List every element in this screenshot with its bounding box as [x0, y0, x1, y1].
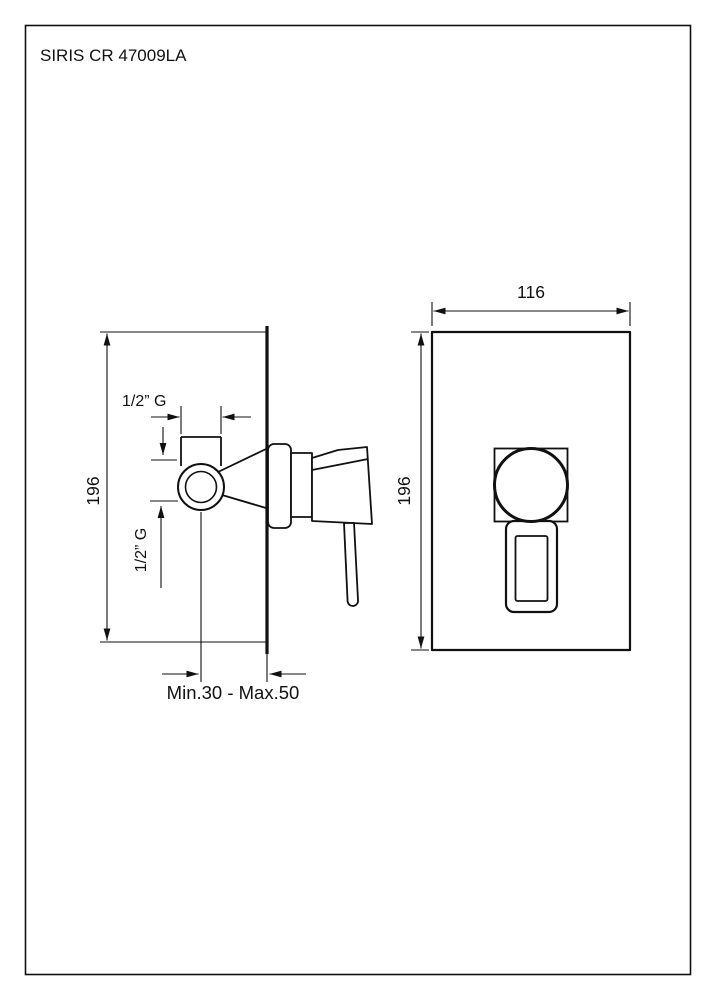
front-width-dimension: 116	[431, 282, 631, 326]
handle-front-inner	[514, 535, 549, 602]
front-view: 116 196	[394, 282, 632, 652]
side-height-dimension: 196	[83, 331, 266, 643]
lever-rod	[343, 522, 359, 607]
side-view: 196 1/2” G 1/2” G	[83, 326, 373, 703]
valve-body	[177, 436, 267, 511]
front-height-dim-label: 196	[394, 476, 414, 505]
handle-hub	[290, 452, 313, 518]
side-inlet-label: 1/2” G	[133, 528, 150, 572]
escutcheon-circle	[493, 447, 569, 523]
front-height-dimension: 196	[394, 331, 429, 651]
side-inlet-dimension: 1/2” G	[133, 500, 178, 588]
side-height-dim-label: 196	[83, 476, 103, 505]
depth-dim-label: Min.30 - Max.50	[167, 682, 300, 703]
handle-front-outer	[504, 519, 559, 614]
front-width-dim-label: 116	[517, 282, 545, 302]
depth-dimension: Min.30 - Max.50	[162, 512, 306, 703]
escutcheon-side	[267, 443, 292, 529]
page-title: SIRIS CR 47009LA	[40, 46, 187, 65]
handle-side-profile	[267, 443, 373, 607]
escutcheon-front	[493, 447, 569, 614]
lever-head	[311, 446, 373, 525]
top-inlet-dimension: 1/2” G	[122, 393, 251, 461]
top-inlet-label: 1/2” G	[122, 393, 166, 410]
